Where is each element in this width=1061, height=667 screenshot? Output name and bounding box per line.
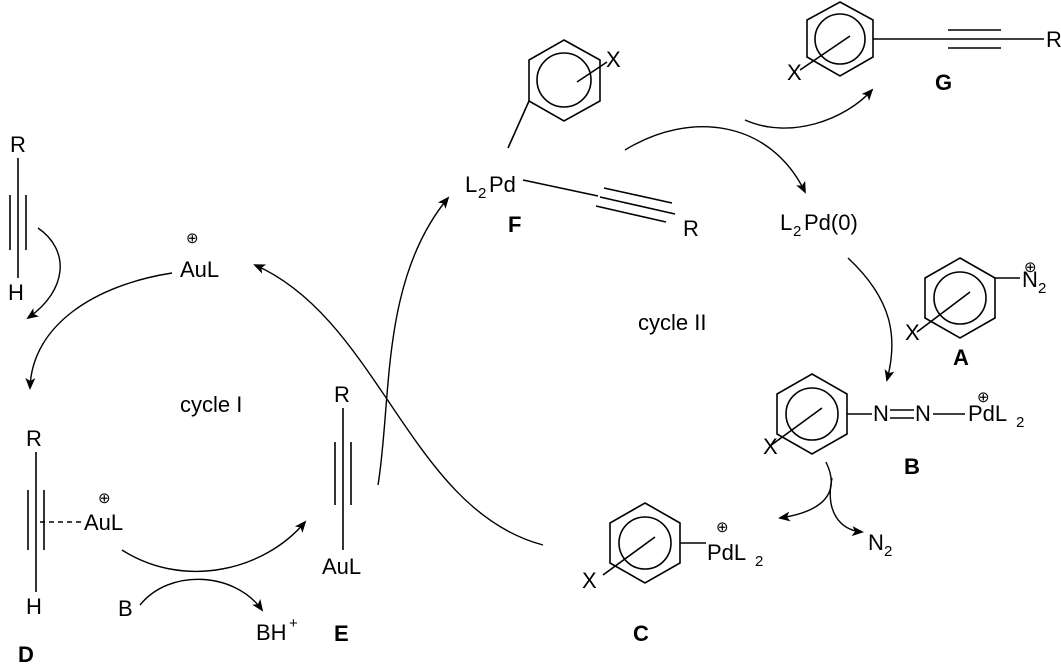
compound-e-label: E: [334, 621, 349, 646]
compound-a-label: A: [953, 345, 969, 370]
g-r-label: R: [1046, 27, 1061, 52]
c-plus-symbol: ⊕: [716, 519, 729, 536]
cycle-one-label: cycle I: [180, 392, 242, 417]
f-l-label: L: [465, 172, 477, 197]
d-aul-label: AuL: [84, 510, 123, 535]
compound-b: X N N ⊕ PdL 2 B: [763, 373, 1024, 479]
bh-charge: +: [289, 615, 298, 632]
e-aul-label: AuL: [322, 554, 361, 579]
compound-g-label: G: [935, 70, 952, 95]
g-x-label: X: [787, 60, 802, 85]
compound-c-label: C: [633, 621, 649, 646]
a-x-label: X: [905, 320, 920, 345]
f-l2-subscript: 2: [478, 185, 486, 202]
pd0-subscript: 2: [793, 223, 801, 240]
au-cation-label: AuL: [180, 257, 219, 282]
arrow-n2-release: [829, 477, 864, 537]
compound-e: R AuL E: [322, 382, 361, 646]
n2-n-label: N: [868, 530, 884, 555]
b-pdl2-subscript: 2: [1016, 414, 1024, 431]
arrow-release-g: [744, 88, 874, 129]
pd0-l-label: L: [780, 210, 792, 235]
alkyne-r-label: R: [10, 132, 26, 157]
a-n2-subscript: 2: [1038, 280, 1046, 297]
compound-d-label: D: [18, 642, 34, 667]
compound-f: X L 2 Pd R F: [465, 39, 699, 241]
c-pdl-label: PdL: [707, 540, 746, 565]
d-r-label: R: [26, 426, 42, 451]
d-h-label: H: [26, 594, 42, 619]
compound-c: X ⊕ PdL 2 C: [582, 502, 763, 646]
d-au-plus-symbol: ⊕: [98, 490, 111, 507]
base-label: B: [118, 596, 133, 621]
f-x-label: X: [606, 47, 621, 72]
protonated-base: BH +: [256, 615, 298, 645]
compound-g: X R G: [787, 1, 1061, 95]
arrow-b-to-c: [778, 461, 832, 522]
gold-cation: ⊕ AuL: [180, 230, 219, 282]
arrow-alkyne-in: [26, 227, 61, 320]
alkyne-h-label: H: [8, 280, 24, 305]
arrow-base-to-bh: [139, 578, 264, 612]
arrow-f-to-pd0: [624, 126, 806, 194]
arrow-d-to-e: [121, 520, 307, 572]
a-n-label: N: [1022, 267, 1038, 292]
cycle-two-label: cycle II: [638, 310, 706, 335]
c-pdl2-subscript: 2: [755, 553, 763, 570]
n2-subscript: 2: [884, 543, 892, 560]
au-plus-symbol: ⊕: [186, 230, 199, 247]
compound-b-label: B: [904, 454, 920, 479]
arrow-e-to-f: [377, 196, 450, 486]
b-x-label: X: [763, 434, 778, 459]
b-pdl-label: PdL: [968, 401, 1007, 426]
arrow-c-to-au: [253, 264, 544, 546]
f-pd-label: Pd: [489, 172, 516, 197]
arrow-au-to-d: [25, 272, 173, 390]
arrow-pd0-to-b: [847, 257, 895, 382]
f-r-label: R: [683, 216, 699, 241]
e-r-label: R: [334, 382, 350, 407]
c-x-label: X: [582, 568, 597, 593]
b-n-right: N: [915, 401, 931, 426]
b-plus-symbol: ⊕: [977, 389, 990, 406]
bh-label: BH: [256, 620, 287, 645]
nitrogen-byproduct: N 2: [868, 530, 892, 560]
compound-f-label: F: [508, 212, 521, 237]
terminal-alkyne: R H: [8, 132, 27, 305]
reaction-arrows: [25, 88, 895, 612]
a-plus-symbol: ⊕: [1024, 259, 1037, 276]
compound-d: R H ⊕ AuL D: [18, 426, 123, 667]
b-n-left: N: [873, 401, 889, 426]
compound-a: X ⊕ N 2 A: [905, 257, 1046, 370]
pd0-rest-label: Pd(0): [804, 210, 858, 235]
palladium-zero: L 2 Pd(0): [780, 210, 858, 240]
